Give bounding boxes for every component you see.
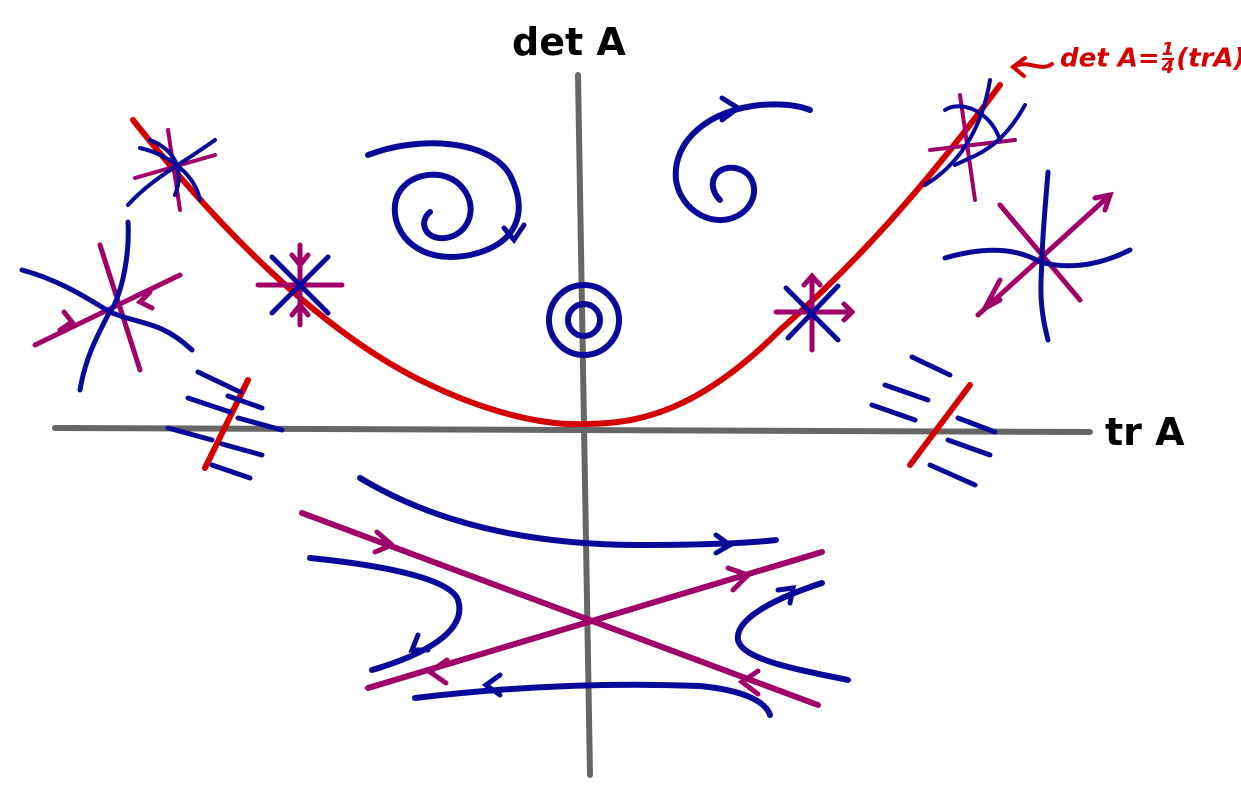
unstable-spiral	[672, 101, 813, 224]
parabola-label: det A=14(trA)2	[1060, 39, 1241, 79]
stable-degenerate-node	[126, 128, 217, 212]
stable-line-of-fixed-points	[165, 369, 285, 481]
stable-spiral-arrow	[501, 222, 527, 245]
center-orbits	[546, 282, 622, 358]
saddle	[299, 475, 851, 718]
parabola-label-lhs: det A	[1060, 43, 1138, 74]
parabola-label-arg: (trA)	[1176, 43, 1241, 74]
x-axis-label: tr A	[1105, 410, 1185, 454]
parabola-label-eq: =	[1137, 43, 1160, 74]
parabola-curve	[130, 82, 1003, 428]
parabola-annotation-arrow	[1013, 62, 1054, 69]
unstable-node	[942, 169, 1133, 343]
unstable-spiral-arrow	[719, 95, 743, 123]
y-axis-label: det A	[512, 20, 626, 64]
unstable-line-of-fixed-points	[869, 354, 998, 488]
parabola-label-den: 4	[1161, 57, 1175, 79]
parabola-label-num: 1	[1161, 39, 1175, 61]
unstable-star-right	[773, 272, 856, 353]
stable-node	[19, 219, 195, 393]
parabola-annotation-arrowhead	[1009, 56, 1027, 78]
stable-star-left	[255, 242, 345, 328]
unstable-degenerate-node	[923, 78, 1027, 202]
stable-spiral	[365, 140, 522, 260]
